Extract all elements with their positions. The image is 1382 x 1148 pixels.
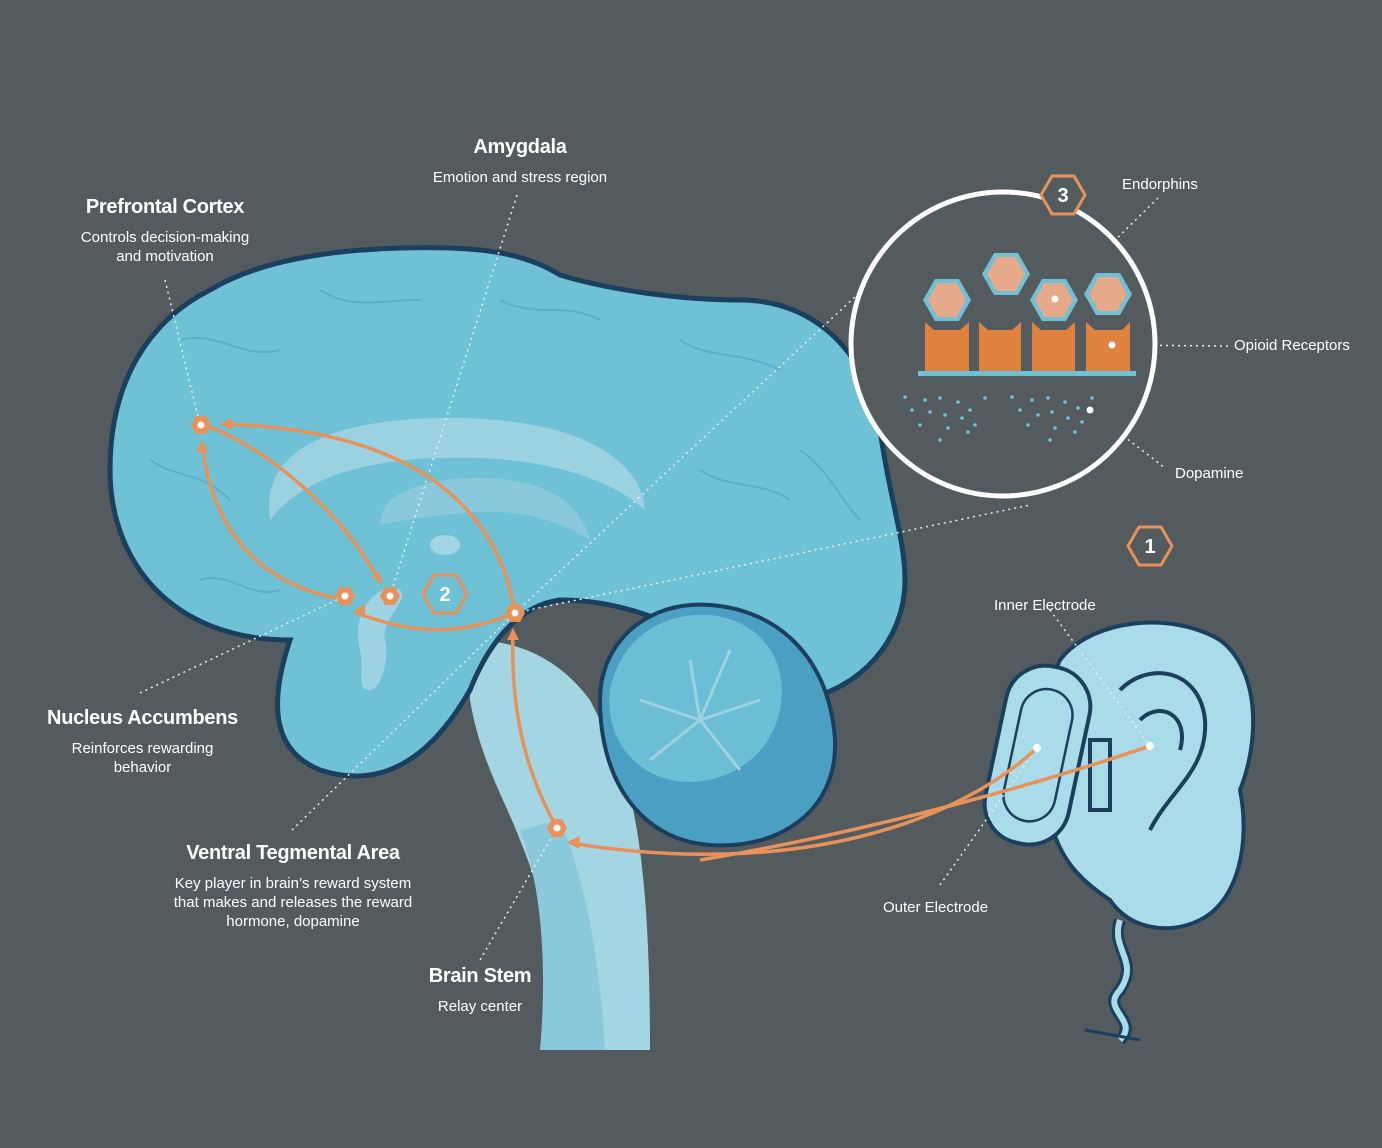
vta-desc-1: Key player in brain’s reward system	[174, 875, 412, 892]
label-nucleus-accumbens: Nucleus Accumbens Reinforces rewarding b…	[20, 707, 265, 777]
label-opioid-receptors: Opioid Receptors	[1234, 337, 1350, 354]
prefrontal-desc-2: and motivation	[116, 248, 214, 265]
endorphin-molecule-4	[1084, 273, 1132, 315]
endorphin-molecule-1	[923, 279, 971, 321]
opioid-receptor-2	[979, 322, 1021, 371]
node-nucleus	[335, 587, 355, 605]
prefrontal-desc-1: Controls decision-making	[80, 229, 250, 246]
node-brainstem	[547, 819, 567, 837]
amygdala-desc: Emotion and stress region	[432, 169, 608, 186]
svg-text:3: 3	[1057, 185, 1068, 207]
svg-text:1: 1	[1144, 536, 1155, 558]
pathway-arrowheads	[196, 418, 580, 849]
label-prefrontal-cortex: Prefrontal Cortex Controls decision-maki…	[40, 196, 290, 266]
svg-text:2: 2	[439, 584, 450, 606]
nucleus-desc-1: Reinforces rewarding	[71, 740, 214, 757]
vta-desc-2: that makes and releases the reward	[173, 894, 413, 911]
label-outer-electrode: Outer Electrode	[883, 899, 989, 916]
step-2-marker: 2	[421, 573, 469, 615]
nucleus-desc-2: behavior	[113, 759, 172, 776]
label-ventral-tegmental-area: Ventral Tegmental Area Key player in bra…	[143, 842, 443, 931]
vta-desc-3: hormone, dopamine	[226, 913, 360, 930]
pathway-nodes	[191, 416, 1154, 837]
label-inner-electrode: Inner Electrode	[994, 597, 1096, 614]
brain-illustration	[107, 245, 908, 1050]
node-prefrontal	[191, 416, 211, 434]
brainstem-title: Brain Stem	[428, 965, 532, 987]
reward-pathways	[200, 422, 1151, 862]
prefrontal-title: Prefrontal Cortex	[85, 196, 245, 218]
opioid-receptor-4	[1086, 322, 1130, 371]
amygdala-title: Amygdala	[473, 136, 567, 158]
step-1-marker: 1	[1126, 525, 1174, 567]
vta-title: Ventral Tegmental Area	[186, 842, 400, 864]
brainstem-desc: Relay center	[437, 998, 523, 1015]
opioid-receptor-1	[925, 322, 969, 371]
nucleus-title: Nucleus Accumbens	[47, 707, 238, 729]
label-brain-stem: Brain Stem Relay center	[380, 965, 580, 1016]
label-amygdala: Amygdala Emotion and stress region	[400, 136, 640, 187]
label-dopamine: Dopamine	[1175, 465, 1244, 482]
leader-lines	[139, 194, 1229, 961]
node-amygdala	[380, 587, 400, 605]
receptor-zoom-inset	[848, 189, 1158, 499]
opioid-receptor-3	[1032, 322, 1075, 371]
ear-illustration	[982, 620, 1256, 1045]
dopamine-particles	[903, 395, 1094, 442]
step-3-marker: 3	[1039, 174, 1087, 216]
label-endorphins: Endorphins	[1122, 176, 1198, 193]
endorphin-molecule-2	[982, 253, 1030, 295]
node-vta	[505, 604, 525, 622]
node-inner-electrode	[1146, 742, 1154, 750]
node-outer-electrode	[1033, 744, 1041, 752]
